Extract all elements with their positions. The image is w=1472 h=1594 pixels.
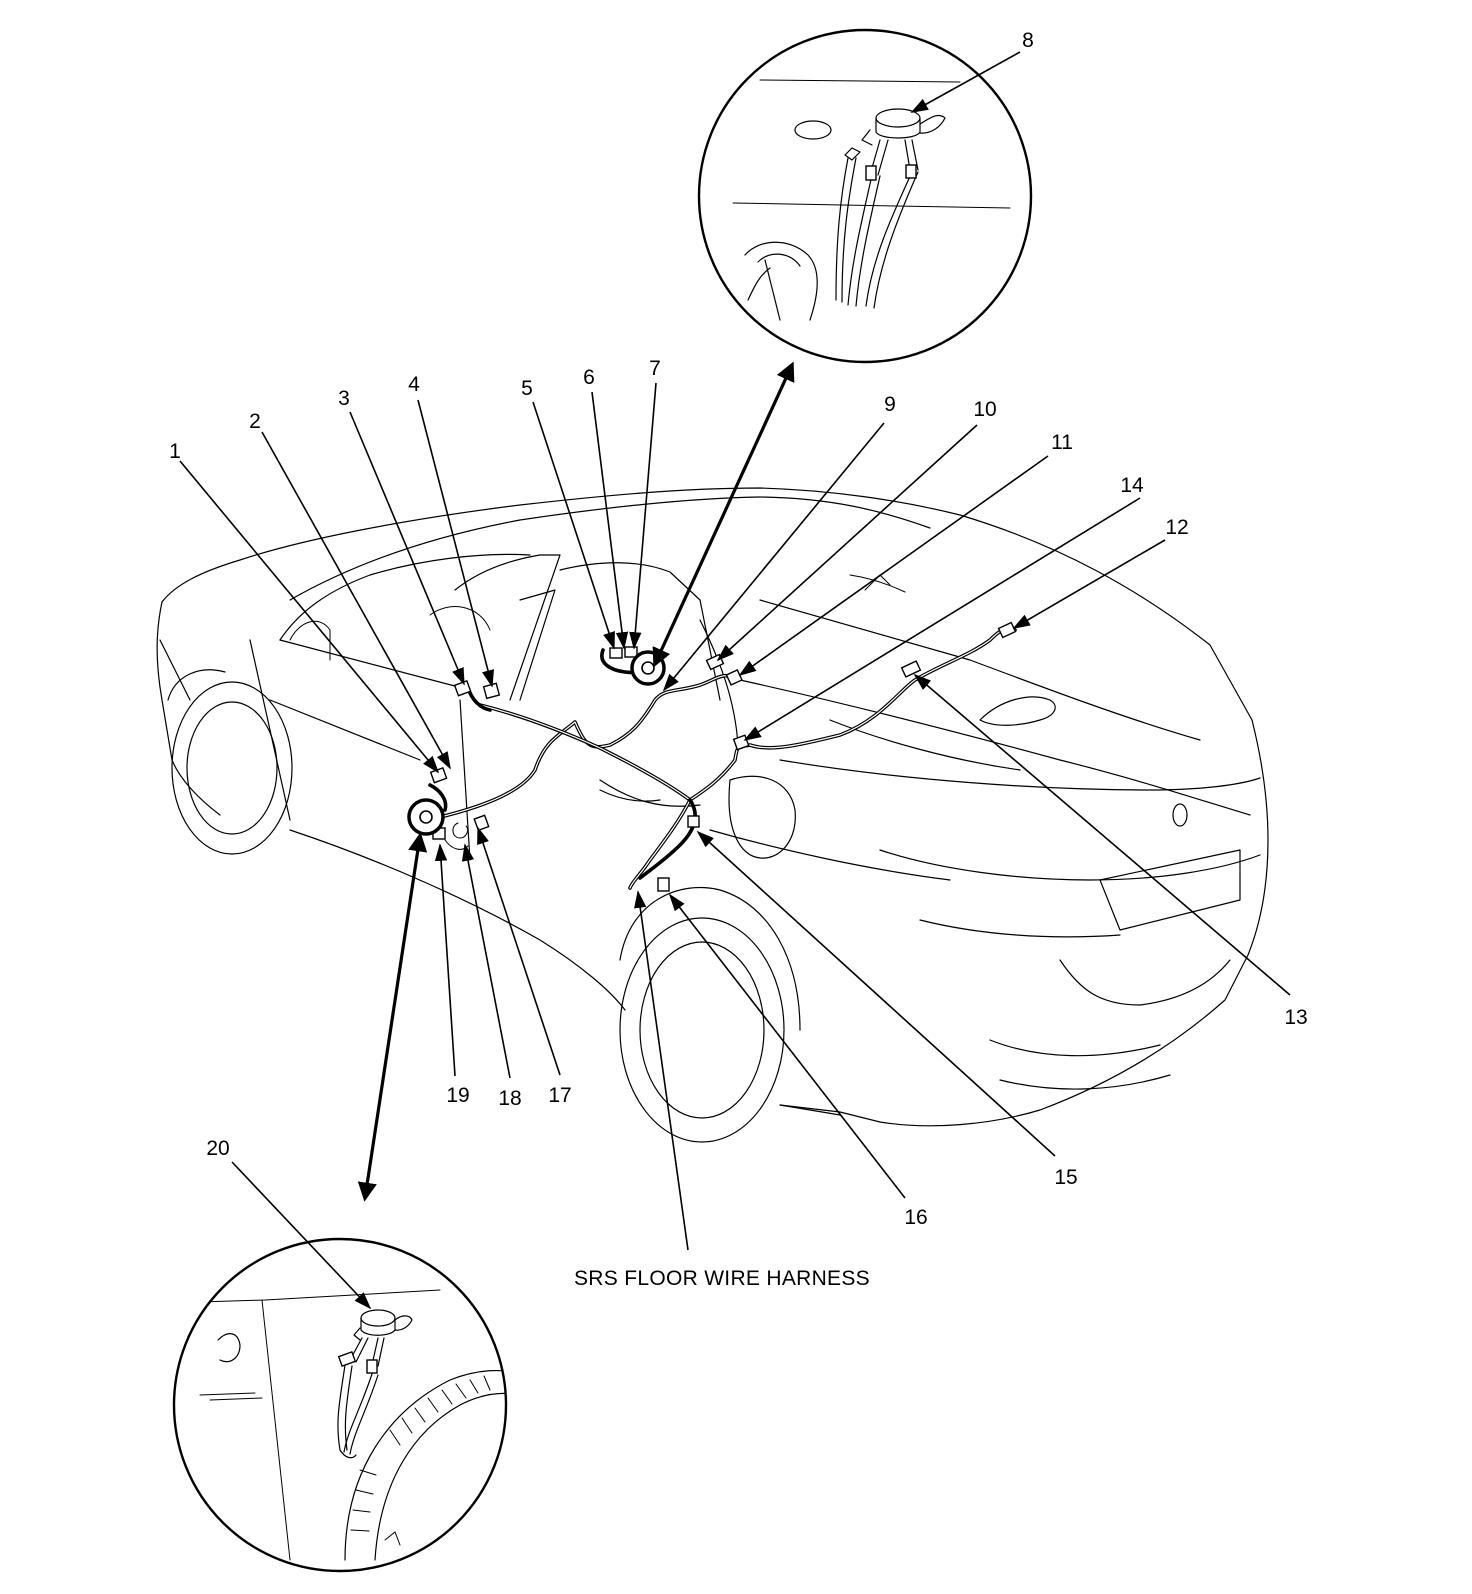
srs-floor-wire-harness: [428, 627, 1017, 890]
callout-16: 16: [904, 1206, 927, 1229]
callout-2: 2: [249, 410, 261, 433]
callout-7: 7: [649, 357, 661, 380]
harness-label: SRS FLOOR WIRE HARNESS: [574, 1267, 870, 1290]
car-body: [156, 487, 1269, 1143]
callout-10: 10: [973, 398, 996, 421]
callout-9: 9: [884, 393, 896, 416]
callout-18: 18: [498, 1087, 521, 1110]
arrow-to-top-detail: [652, 361, 795, 668]
detail-circle-bottom: [172, 1237, 508, 1573]
callout-1: 1: [169, 440, 181, 463]
leader-lines: [179, 51, 1291, 1310]
callout-11: 11: [1051, 431, 1073, 454]
arrow-to-bottom-detail: [357, 832, 428, 1202]
callout-3: 3: [338, 387, 350, 410]
callout-8: 8: [1022, 29, 1034, 52]
callout-14: 14: [1120, 474, 1144, 497]
callout-17: 17: [548, 1084, 571, 1107]
callout-12: 12: [1165, 516, 1188, 539]
callout-4: 4: [408, 373, 420, 396]
connectors: [407, 621, 1017, 892]
front-wheel: [167, 669, 293, 855]
callout-19: 19: [446, 1084, 469, 1107]
rear-wheel: [619, 886, 801, 1143]
callout-13: 13: [1284, 1006, 1307, 1029]
callout-20: 20: [206, 1137, 229, 1160]
callout-6: 6: [583, 366, 595, 389]
callout-numbers: 1 2 3 4 5 6 7 8 9 10 11 12 13 14 15 16 1…: [169, 29, 1308, 1229]
detail-circle-top: [697, 28, 1033, 364]
callout-15: 15: [1054, 1166, 1077, 1189]
callout-5: 5: [521, 377, 533, 400]
